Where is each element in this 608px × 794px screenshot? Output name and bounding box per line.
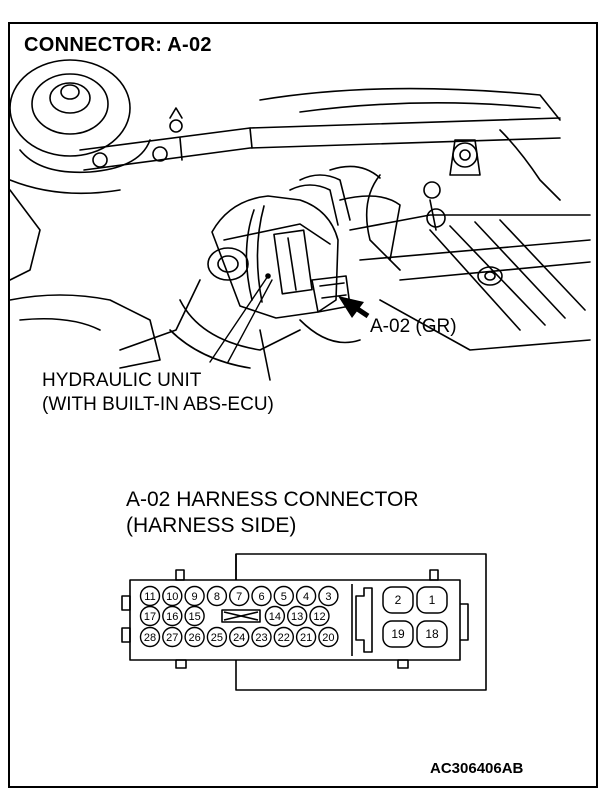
pin-28: 28 (139, 626, 161, 648)
pin-label: 6 (258, 591, 264, 603)
pin-label: 20 (322, 632, 334, 644)
hydraulic-unit-label: HYDRAULIC UNIT (42, 370, 202, 391)
pin-label: 7 (236, 591, 242, 603)
pin-10: 10 (162, 585, 183, 607)
pin-24: 24 (228, 626, 250, 648)
pin-4: 4 (295, 585, 317, 607)
pin-27: 27 (162, 626, 183, 648)
bolt (92, 152, 108, 168)
pin-3: 3 (318, 585, 339, 607)
pin-22: 22 (273, 626, 294, 648)
pin-label: 3 (325, 591, 331, 603)
connector-arrow (338, 296, 370, 319)
pin-14: 14 (264, 605, 286, 627)
pin-label: 4 (303, 591, 309, 603)
pin-11: 11 (139, 585, 161, 607)
pin-label: 13 (291, 611, 303, 623)
strut-tower (9, 59, 131, 157)
pin-label: 5 (281, 591, 287, 603)
pin-19: 19 (382, 620, 414, 648)
figure-code: AC306406AB (430, 760, 524, 777)
pin-16: 16 (162, 605, 183, 627)
pin-label: 14 (269, 611, 281, 623)
pin-label: 8 (214, 591, 220, 603)
pin-23: 23 (251, 626, 272, 648)
pin-17: 17 (139, 605, 161, 627)
pin-label: 18 (425, 627, 439, 641)
pin-7: 7 (228, 585, 250, 607)
pin-label: 2 (395, 593, 402, 607)
figure-frame (8, 22, 598, 788)
pin-25: 25 (206, 626, 228, 648)
harness-side-label: (HARNESS SIDE) (126, 514, 297, 537)
pin-15: 15 (184, 605, 205, 627)
pin-label: 27 (166, 632, 178, 644)
pin-9: 9 (184, 585, 205, 607)
pin-label: 25 (211, 632, 223, 644)
harness-connector-label: A-02 HARNESS CONNECTOR (126, 488, 419, 511)
pin-label: 28 (144, 632, 156, 644)
pin-13: 13 (286, 605, 308, 627)
connector-label: A-02 (GR) (370, 316, 457, 337)
pin-label: 26 (188, 632, 200, 644)
pin-18: 18 (416, 620, 448, 648)
pin-label: 10 (166, 591, 178, 603)
pin-8: 8 (206, 585, 228, 607)
hydraulic-unit-sublabel: (WITH BUILT-IN ABS-ECU) (42, 394, 274, 415)
pin-20: 20 (318, 626, 339, 648)
pin-2: 2 (382, 586, 414, 614)
pin-label: 12 (313, 611, 325, 623)
pin-6: 6 (251, 585, 272, 607)
hydraulic-unit-body (211, 195, 339, 319)
pin-label: 1 (429, 593, 436, 607)
pin-label: 15 (188, 611, 200, 623)
pin-label: 22 (278, 632, 290, 644)
pin-label: 19 (391, 627, 405, 641)
pin-12: 12 (309, 605, 330, 627)
pin-label: 11 (144, 591, 155, 603)
pin-label: 21 (300, 632, 312, 644)
pin-5: 5 (273, 585, 294, 607)
pin-label: 9 (192, 591, 198, 603)
pin-26: 26 (184, 626, 205, 648)
pin-1: 1 (416, 586, 448, 614)
pin-21: 21 (295, 626, 317, 648)
pin-label: 17 (144, 611, 156, 623)
pin-label: 16 (166, 611, 178, 623)
figure-title: CONNECTOR: A-02 (24, 34, 212, 56)
pin-label: 24 (233, 632, 245, 644)
engine-bay-illustration (9, 59, 591, 381)
pin-label: 23 (255, 632, 267, 644)
